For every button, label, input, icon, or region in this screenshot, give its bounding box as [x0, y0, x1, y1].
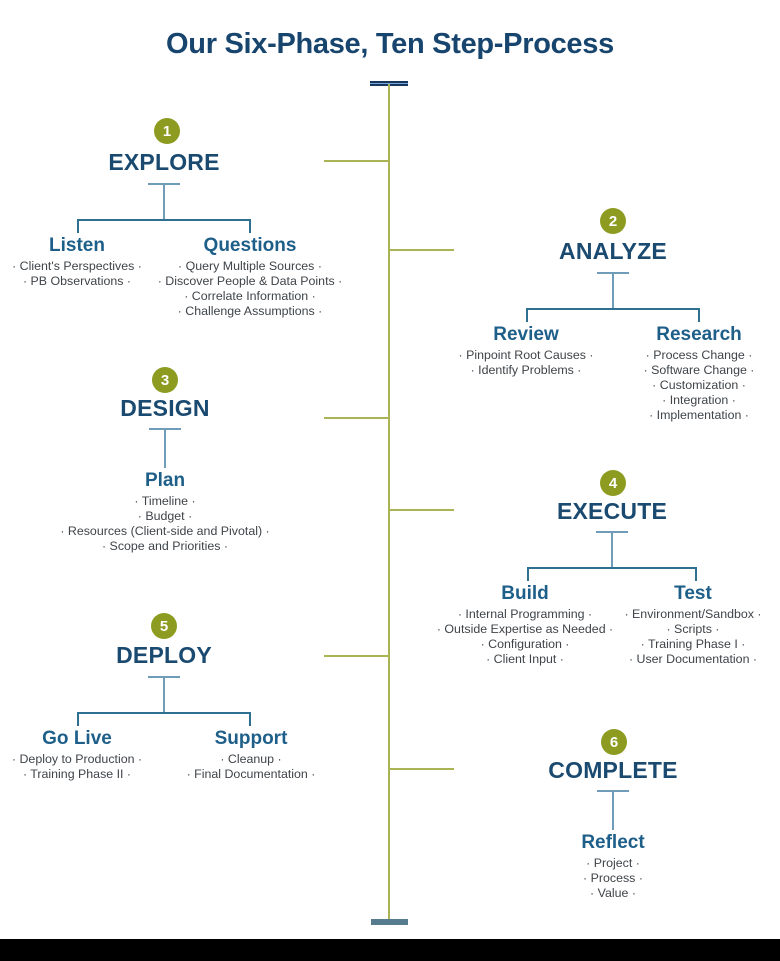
list-item: · Internal Programming ·: [457, 607, 593, 621]
list-item: · Deploy to Production ·: [11, 752, 143, 766]
connector-drop: [527, 567, 529, 581]
list-item: · Integration ·: [662, 393, 736, 407]
step-build-items: · Internal Programming · · Outside Exper…: [395, 607, 655, 667]
footer-black-bar: [0, 939, 780, 961]
step-reflect-heading: Reflect: [581, 832, 645, 853]
phase-1-title: EXPLORE: [108, 149, 220, 175]
step-questions-heading: Questions: [203, 235, 297, 256]
spine-top-cap: [370, 81, 408, 86]
connector-span: [77, 219, 251, 221]
step-plan-items: · Timeline · · Budget · · Resources (Cli…: [35, 494, 295, 554]
spine-branch-complete: [390, 768, 454, 770]
phase-6-title: COMPLETE: [548, 757, 678, 783]
step-reflect-items: · Project · · Process · · Value ·: [483, 856, 743, 901]
spine-vertical-line: [388, 84, 390, 922]
step-review-items: · Pinpoint Root Causes · · Identify Prob…: [396, 348, 656, 378]
phase-1-number-badge: 1: [154, 118, 180, 144]
list-item: · Final Documentation ·: [186, 767, 316, 781]
phase-6-number-badge: 6: [601, 729, 627, 755]
list-item: · Query Multiple Sources ·: [178, 259, 322, 273]
list-item: · Resources (Client-side and Pivotal) ·: [60, 524, 270, 538]
phase-2-number-badge: 2: [600, 208, 626, 234]
spine-branch-deploy: [324, 655, 388, 657]
list-item: · Client Input ·: [486, 652, 564, 666]
list-item: · Scope and Priorities ·: [101, 539, 229, 553]
step-go-live-heading: Go Live: [42, 728, 112, 749]
step-build-heading: Build: [501, 583, 549, 604]
spine-branch-execute: [390, 509, 454, 511]
list-item: · Challenge Assumptions ·: [177, 304, 323, 318]
spine-branch-explore: [324, 160, 388, 162]
list-item: · Software Change ·: [643, 363, 755, 377]
step-review-heading: Review: [493, 324, 559, 345]
list-item: · Customization ·: [652, 378, 746, 392]
step-support-heading: Support: [214, 728, 288, 749]
connector-span: [526, 308, 700, 310]
connector-stem: [163, 183, 165, 219]
connector-stem: [611, 531, 613, 567]
phase-4-title: EXECUTE: [556, 498, 668, 524]
connector-span: [77, 712, 251, 714]
connector-drop: [249, 219, 251, 233]
step-listen-items: · Client's Perspectives · · PB Observati…: [0, 259, 207, 289]
list-item: · Cleanup ·: [220, 752, 282, 766]
connector-stem: [163, 676, 165, 712]
phase-4-number-badge: 4: [600, 470, 626, 496]
list-item: · Correlate Information ·: [184, 289, 316, 303]
step-research-items: · Process Change · · Software Change · ·…: [569, 348, 780, 423]
phase-5-number-badge: 5: [151, 613, 177, 639]
list-item: · Client's Perspectives ·: [12, 259, 142, 273]
list-item: · Timeline ·: [134, 494, 196, 508]
phase-3-number-badge: 3: [152, 367, 178, 393]
step-test-items: · Environment/Sandbox · · Scripts · · Tr…: [563, 607, 780, 667]
connector-span: [527, 567, 697, 569]
list-item: · Pinpoint Root Causes ·: [458, 348, 594, 362]
list-item: · Project ·: [586, 856, 640, 870]
list-item: · Process Change ·: [645, 348, 753, 362]
connector-drop: [526, 308, 528, 322]
list-item: · User Documentation ·: [628, 652, 758, 666]
spine-bottom-cap: [371, 919, 408, 925]
connector-drop: [695, 567, 697, 581]
step-listen-heading: Listen: [49, 235, 105, 256]
step-go-live-items: · Deploy to Production · · Training Phas…: [0, 752, 207, 782]
page-title: Our Six-Phase, Ten Step-Process: [166, 28, 614, 60]
connector-drop: [77, 712, 79, 726]
list-item: · Process ·: [583, 871, 643, 885]
list-item: · Implementation ·: [649, 408, 749, 422]
step-test-heading: Test: [674, 583, 712, 604]
list-item: · Identify Problems ·: [470, 363, 582, 377]
list-item: · Budget ·: [137, 509, 193, 523]
phase-5-title: DEPLOY: [116, 642, 212, 668]
step-questions-items: · Query Multiple Sources · · Discover Pe…: [120, 259, 380, 319]
connector-stem: [164, 428, 166, 468]
phase-3-title: DESIGN: [120, 395, 210, 421]
list-item: · Value ·: [590, 886, 636, 900]
step-support-items: · Cleanup · · Final Documentation ·: [121, 752, 381, 782]
connector-drop: [77, 219, 79, 233]
connector-drop: [698, 308, 700, 322]
list-item: · Environment/Sandbox ·: [624, 607, 762, 621]
connector-stem: [612, 272, 614, 308]
phase-2-title: ANALYZE: [559, 238, 667, 264]
connector-drop: [249, 712, 251, 726]
list-item: · Outside Expertise as Needed ·: [436, 622, 614, 636]
step-research-heading: Research: [656, 324, 742, 345]
list-item: · Training Phase II ·: [22, 767, 132, 781]
spine-branch-design: [324, 417, 388, 419]
step-plan-heading: Plan: [144, 470, 186, 491]
list-item: · Configuration ·: [480, 637, 570, 651]
list-item: · Discover People & Data Points ·: [157, 274, 343, 288]
connector-stem: [612, 790, 614, 830]
spine-branch-analyze: [390, 249, 454, 251]
list-item: · PB Observations ·: [22, 274, 132, 288]
list-item: · Scripts ·: [666, 622, 720, 636]
list-item: · Training Phase I ·: [640, 637, 746, 651]
